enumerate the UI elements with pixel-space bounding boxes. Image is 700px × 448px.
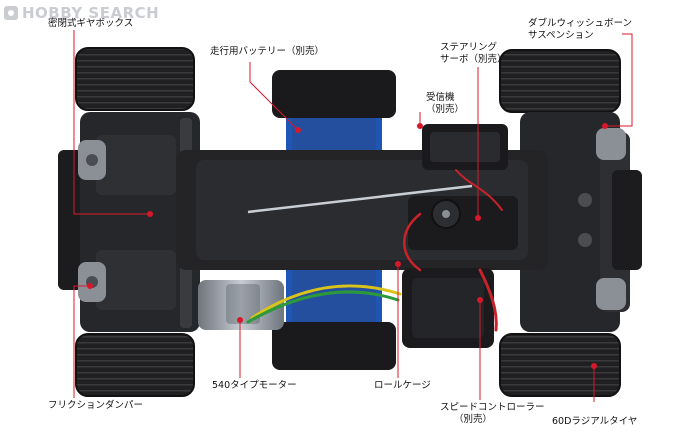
motor: [198, 280, 284, 330]
label-esc-line2: （別売）: [454, 414, 493, 425]
leader-lines: [73, 30, 633, 402]
wheel-rear-left: [75, 333, 195, 397]
label-rollcage: ロールケージ: [374, 380, 431, 391]
label-esc-line1: スピードコントローラー: [440, 402, 545, 413]
label-tire: 60Dラジアルタイヤ: [552, 416, 638, 427]
label-receiver-line1: 受信機: [426, 92, 455, 103]
watermark-logo: HOBBY SEARCH: [4, 4, 159, 22]
speed-controller: [402, 268, 494, 348]
wheel-rear-right: [499, 333, 621, 397]
label-suspension-line1: ダブルウィッシュボーン: [528, 18, 633, 29]
wheel-front-right: [499, 49, 621, 113]
receiver: [422, 124, 508, 170]
label-servo-line2: サーボ（別売）: [440, 54, 507, 65]
watermark-icon: [4, 6, 18, 20]
wheel-front-left: [75, 47, 195, 111]
label-damper: フリクションダンパー: [48, 400, 144, 411]
steering-rod: [247, 184, 473, 214]
label-suspension-line2: サスペンション: [528, 30, 594, 41]
label-servo-line1: ステアリング: [440, 42, 498, 53]
label-gearbox: 密閉式ギヤボックス: [48, 18, 134, 29]
steering-servo: [408, 196, 518, 250]
watermark-text: HOBBY SEARCH: [22, 4, 160, 22]
label-battery: 走行用バッテリー（別売）: [210, 46, 325, 57]
wires: [246, 169, 503, 332]
label-motor: 540タイプモーター: [212, 380, 297, 391]
label-receiver-line2: （別売）: [426, 104, 465, 115]
